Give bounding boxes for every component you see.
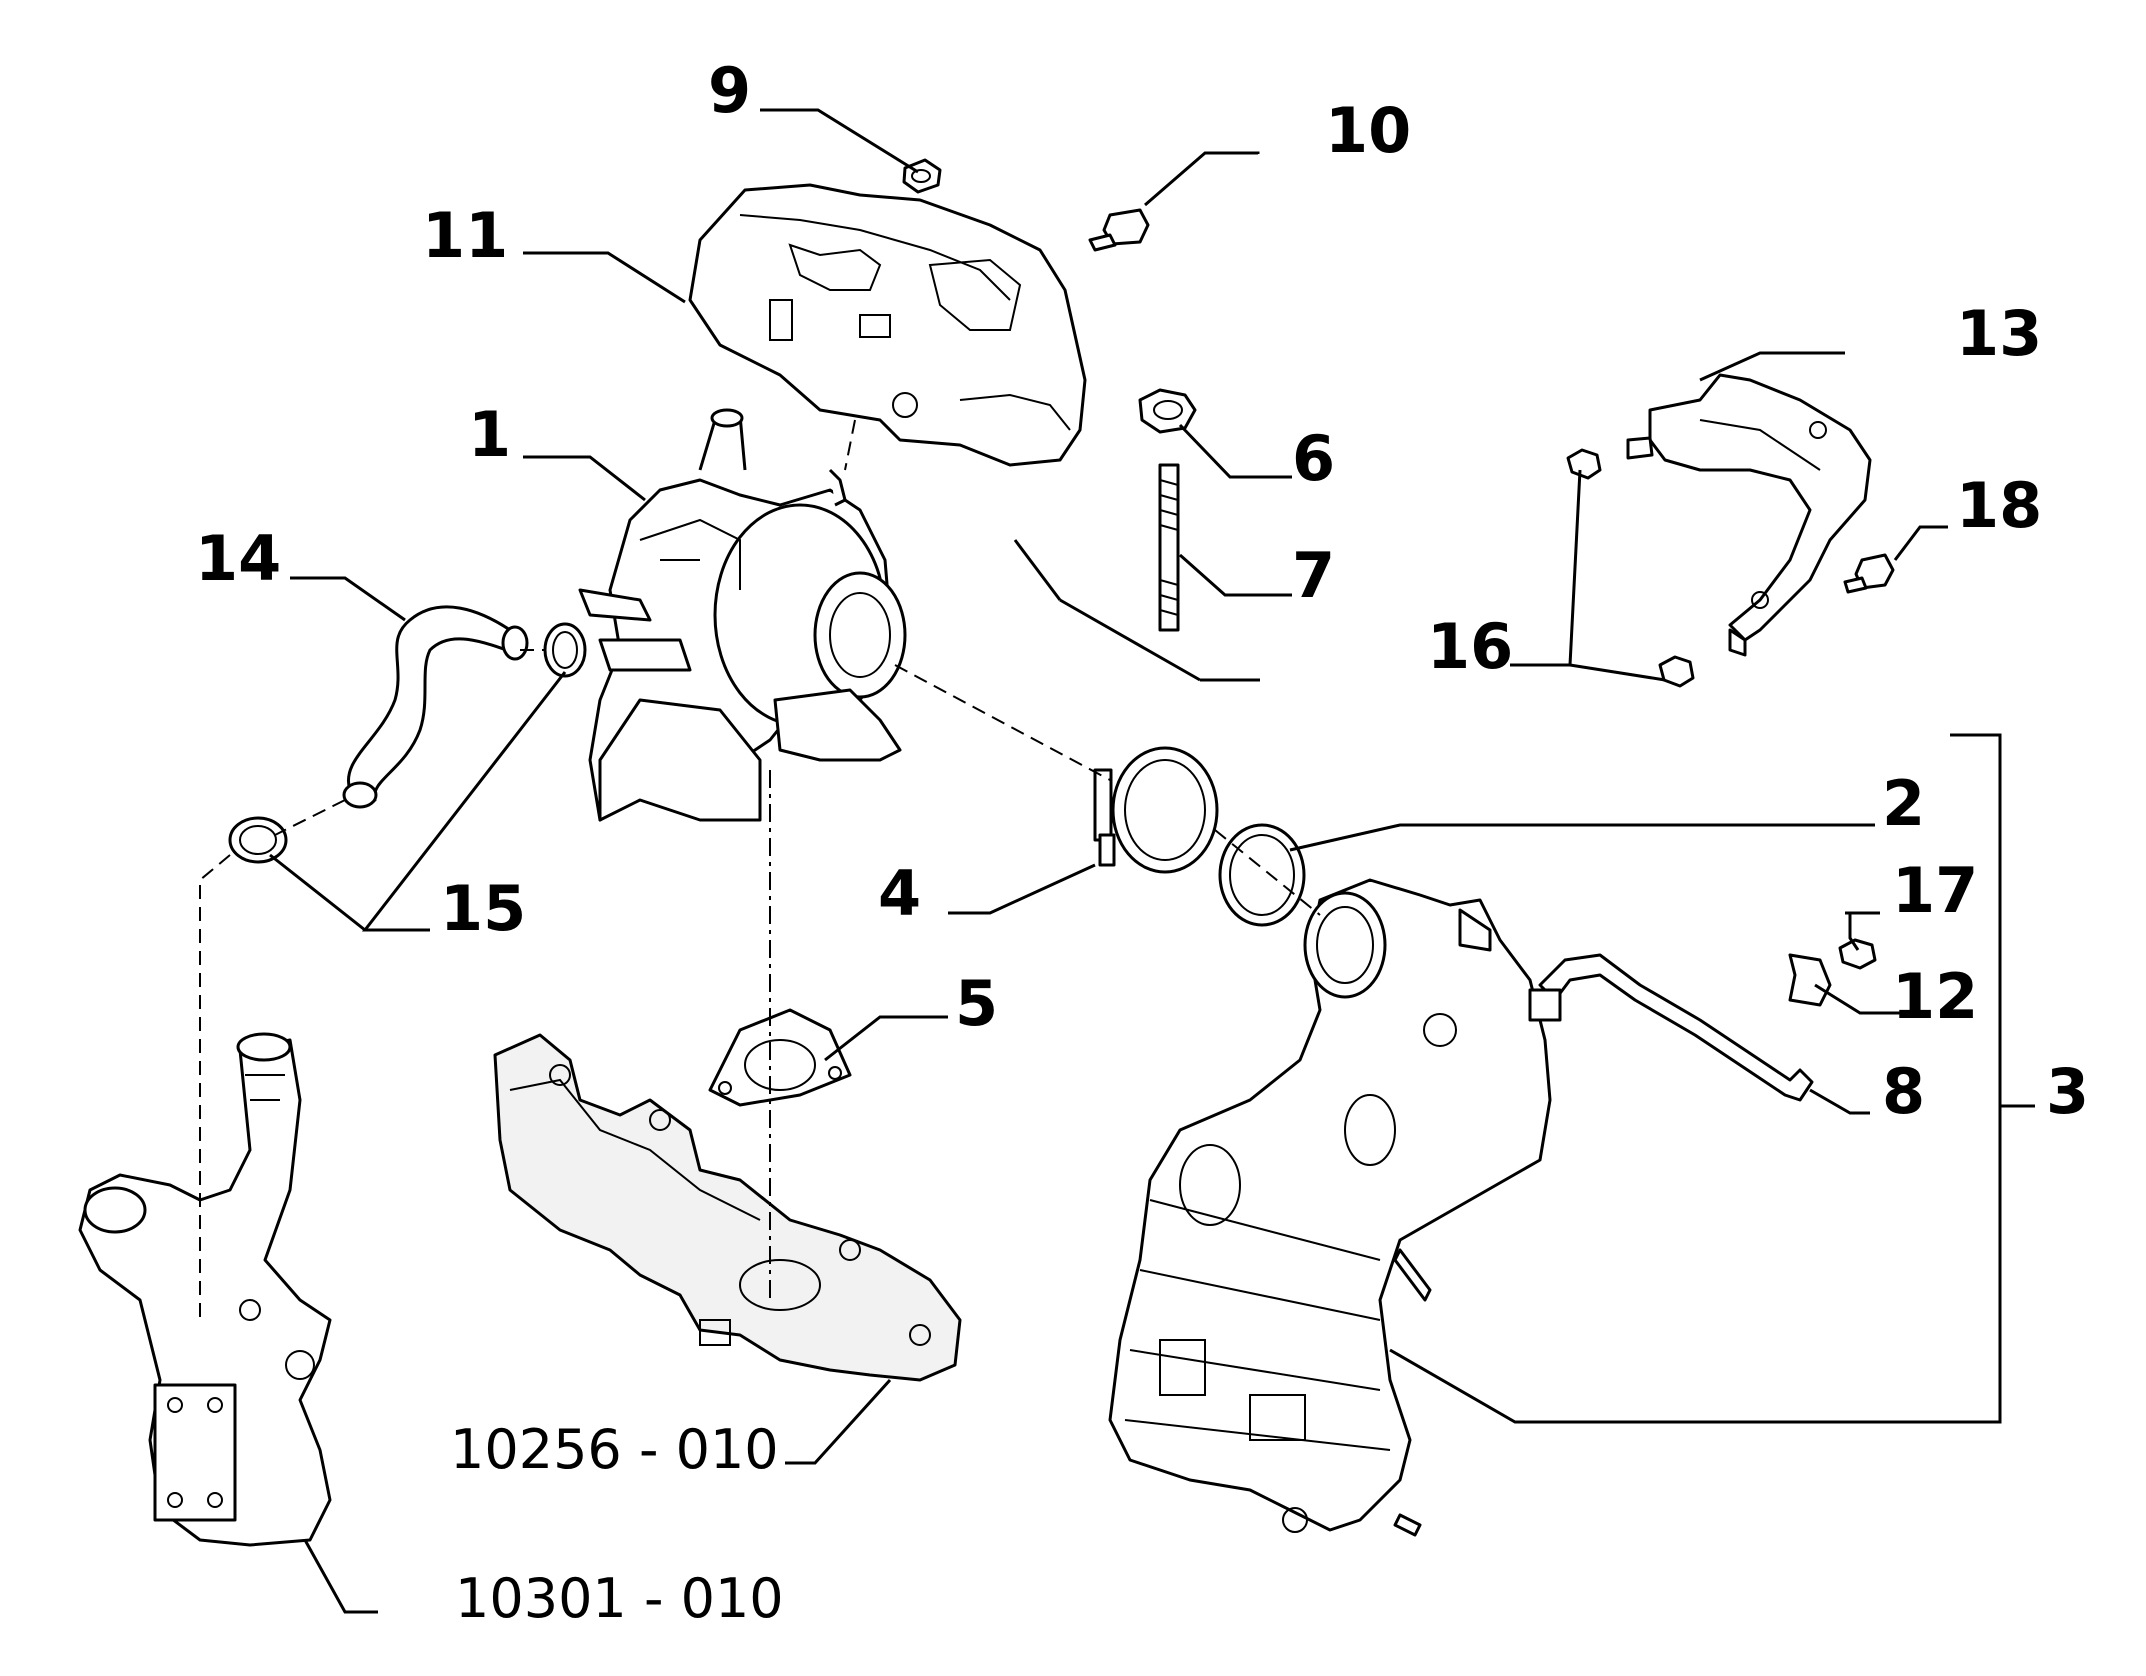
alignment-lines bbox=[199, 419, 1321, 1320]
label-part-11: 11 bbox=[422, 199, 508, 272]
label-part-8: 8 bbox=[1882, 1055, 1925, 1128]
reference-labels: 10256 - 010 10301 - 010 bbox=[450, 1418, 784, 1630]
label-part-16: 16 bbox=[1427, 610, 1513, 683]
part-10-bolt bbox=[1088, 208, 1150, 252]
label-part-5: 5 bbox=[955, 967, 998, 1040]
label-part-10: 10 bbox=[1325, 94, 1411, 167]
part-12-bracket bbox=[1788, 953, 1832, 1007]
part-15-clamp-lower bbox=[228, 816, 288, 864]
label-part-1: 1 bbox=[468, 398, 511, 471]
part-2-gasket-ring bbox=[1218, 823, 1306, 927]
label-part-15: 15 bbox=[440, 872, 526, 945]
part-8-pipe bbox=[1528, 953, 1814, 1102]
part-4-v-band-clamp bbox=[1093, 746, 1219, 874]
label-ref-exhaust-manifold: 10256 - 010 bbox=[450, 1418, 779, 1481]
part-1-turbocharger bbox=[578, 408, 907, 822]
label-part-17: 17 bbox=[1892, 854, 1978, 927]
label-part-4: 4 bbox=[878, 857, 921, 930]
part-17-nut bbox=[1838, 938, 1877, 970]
part-11-heat-shield bbox=[688, 183, 1087, 467]
part-6-hex-nut bbox=[1138, 388, 1197, 434]
part-16-nut-upper bbox=[1566, 448, 1602, 480]
part-9-nut bbox=[902, 158, 942, 194]
part-18-bolt bbox=[1843, 553, 1895, 594]
oil-filter-housing bbox=[78, 1032, 332, 1547]
part-number-labels: 9 10 11 1 14 6 7 13 18 16 15 2 4 17 5 12… bbox=[195, 54, 2089, 1128]
label-part-3: 3 bbox=[2046, 1055, 2089, 1128]
label-part-12: 12 bbox=[1892, 960, 1978, 1033]
part-13-bracket bbox=[1626, 373, 1872, 657]
part-15-clamp-upper bbox=[543, 622, 587, 678]
label-part-2: 2 bbox=[1882, 767, 1925, 840]
label-ref-oil-filter-housing: 10301 - 010 bbox=[455, 1567, 784, 1630]
part-3-catalytic-converter bbox=[1108, 878, 1552, 1537]
leader-lines bbox=[269, 108, 2035, 1614]
part-7-stud bbox=[1158, 463, 1180, 632]
label-part-18: 18 bbox=[1956, 469, 2042, 542]
label-part-14: 14 bbox=[195, 522, 281, 595]
label-part-13: 13 bbox=[1956, 297, 2042, 370]
part-14-hose bbox=[342, 605, 529, 809]
part-5-flange-gasket bbox=[708, 1008, 852, 1107]
exhaust-manifold bbox=[493, 1033, 962, 1382]
part-16-nut-lower bbox=[1658, 655, 1695, 688]
label-part-6: 6 bbox=[1292, 422, 1335, 495]
label-part-7: 7 bbox=[1292, 539, 1335, 612]
label-part-9: 9 bbox=[708, 54, 751, 127]
